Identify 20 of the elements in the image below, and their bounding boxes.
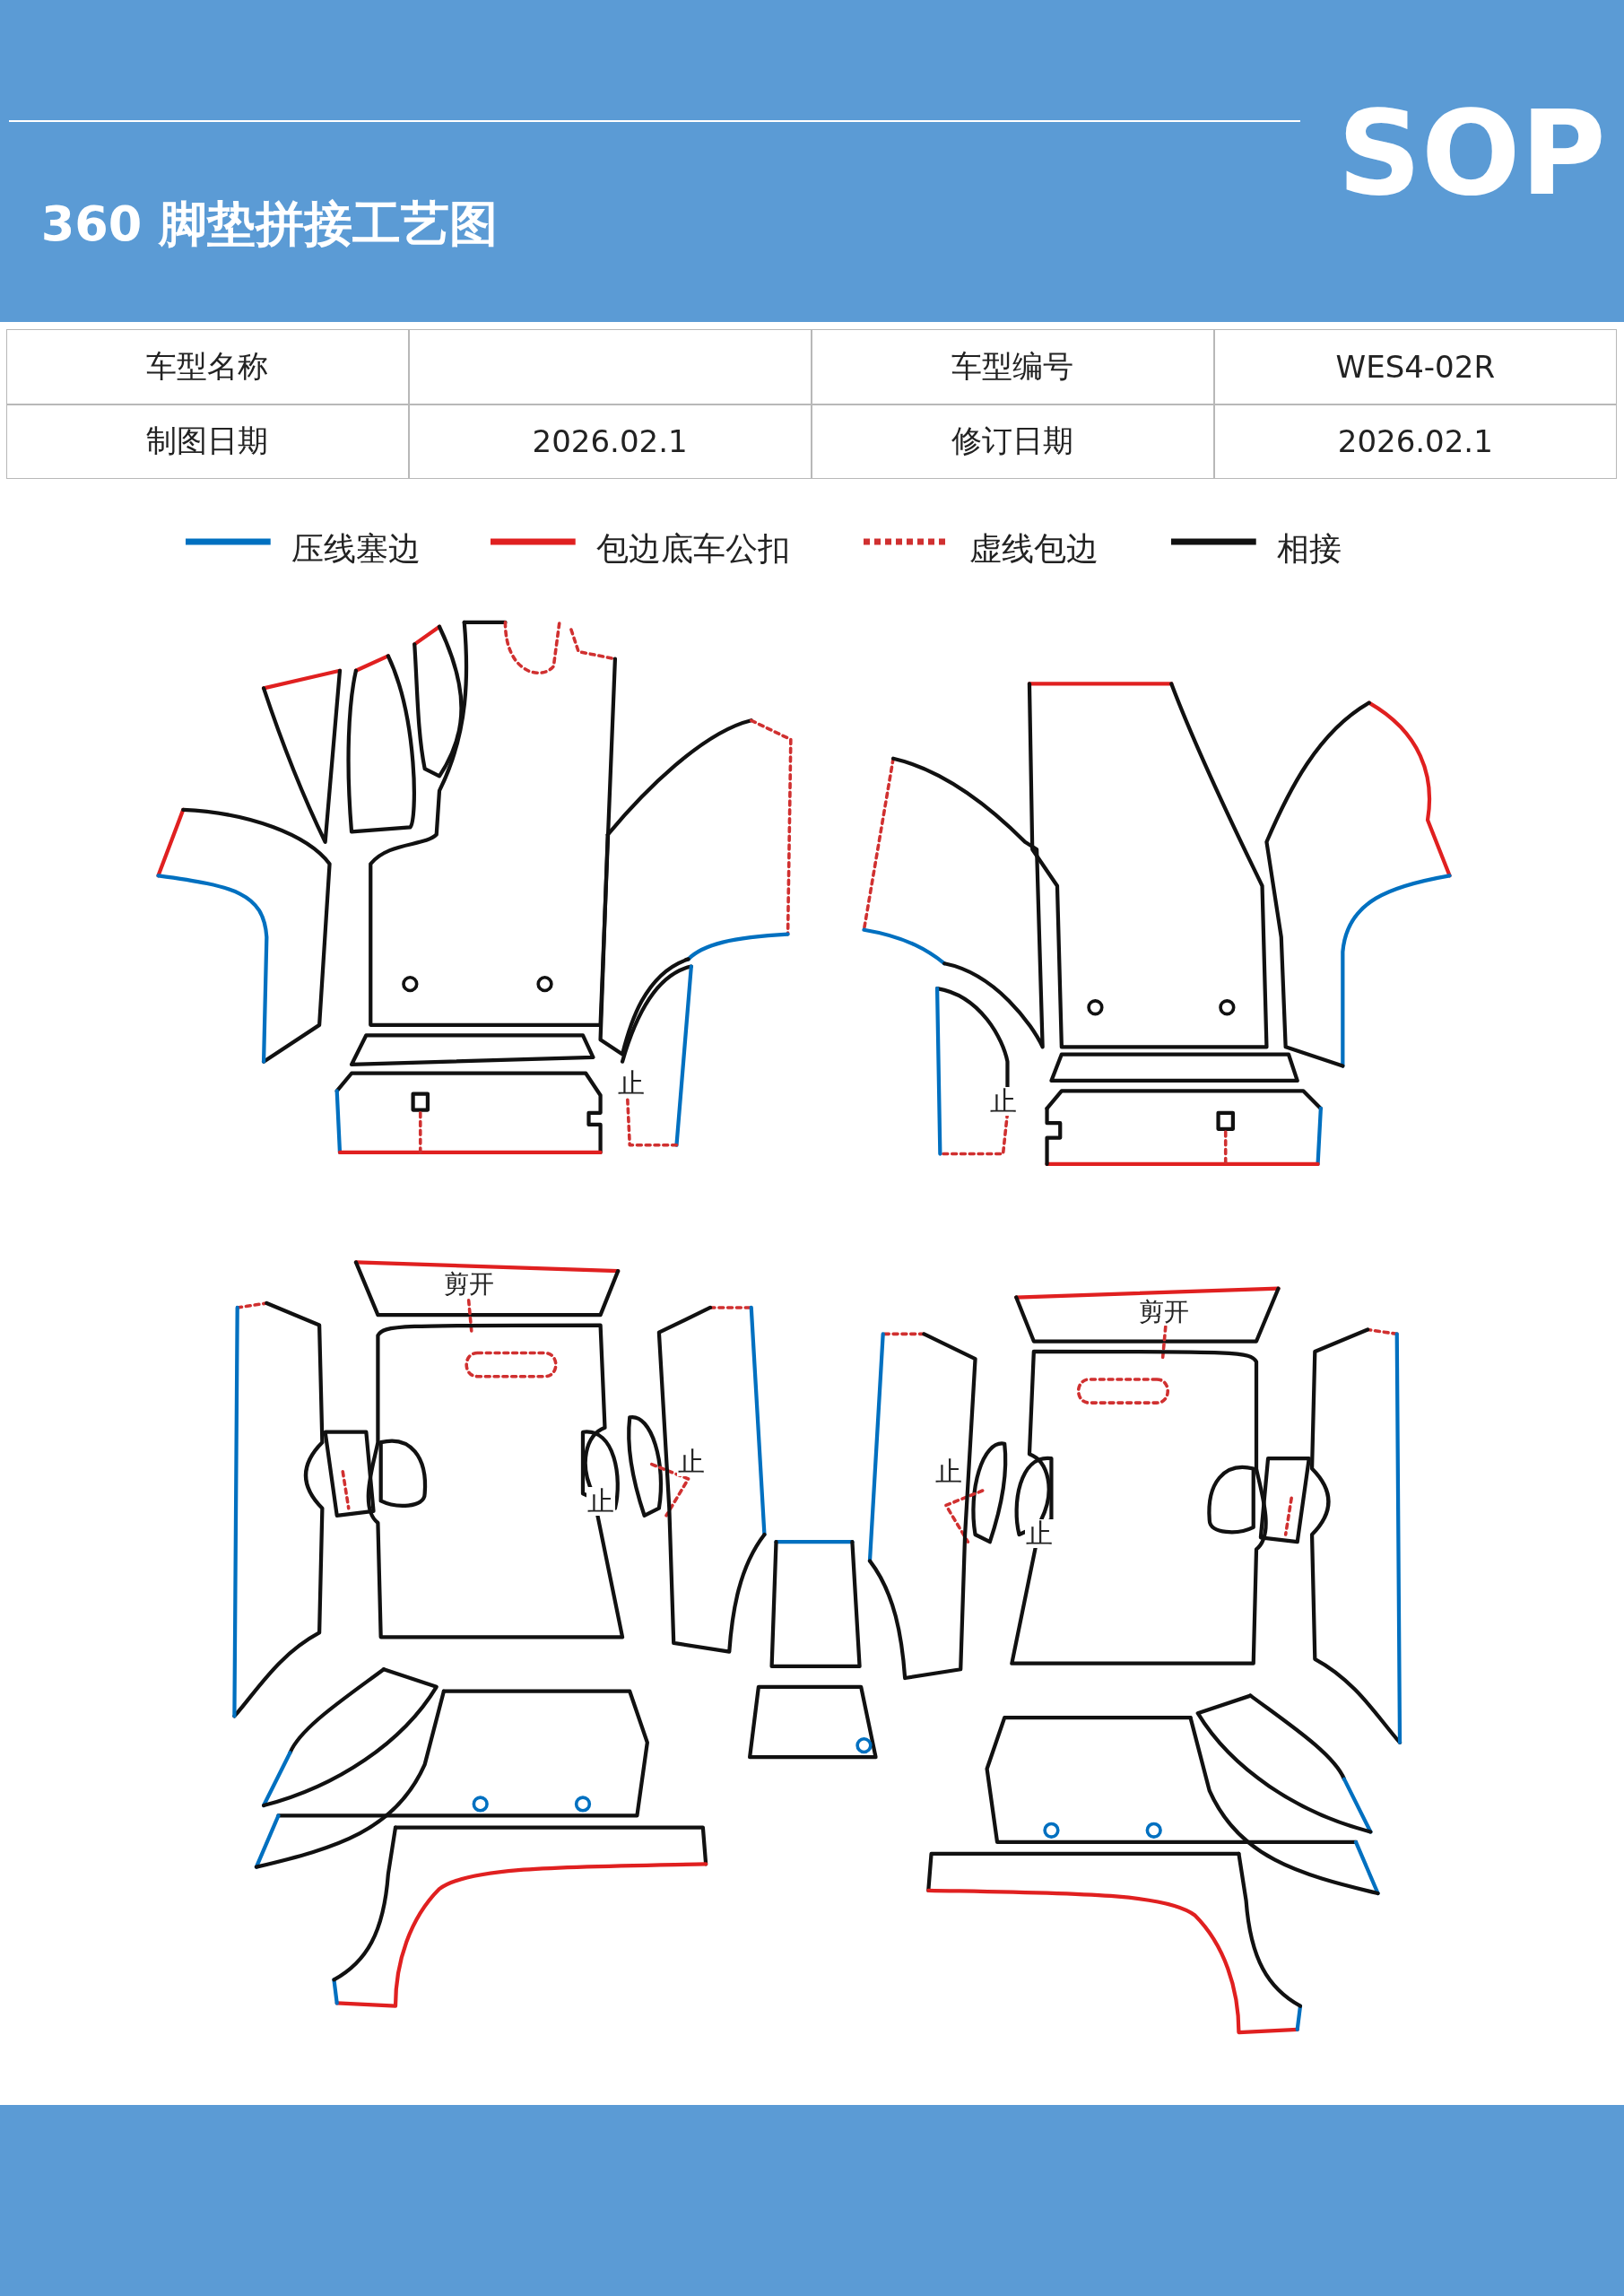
stop-mark: 止 <box>988 1087 1018 1116</box>
table-cell: 制图日期 <box>5 404 409 479</box>
stop-mark: 止 <box>616 1069 646 1099</box>
legend-label: 相接 <box>1276 528 1342 569</box>
table-cell: 2026.02.1 <box>1213 404 1617 479</box>
cut-note: 剪开 <box>1138 1299 1191 1326</box>
table-cell: 修订日期 <box>811 404 1214 479</box>
table-cell: 车型名称 <box>5 329 409 404</box>
cut-note: 剪开 <box>442 1271 495 1299</box>
stop-mark: 止 <box>676 1447 706 1476</box>
stop-mark: 止 <box>586 1486 615 1516</box>
table-cell: 车型编号 <box>811 329 1214 404</box>
legend-label: 压线塞边 <box>291 528 421 569</box>
legend-label: 包边底车公扣 <box>595 528 790 569</box>
stop-mark: 止 <box>1025 1518 1055 1548</box>
table-cell: 2026.02.1 <box>408 404 812 479</box>
legend-label: 虚线包边 <box>969 528 1099 569</box>
sop-heading: SOP <box>1337 95 1606 213</box>
page-title: 360 脚垫拼接工艺图 <box>40 194 499 254</box>
table-cell: WES4-02R <box>1213 329 1617 404</box>
